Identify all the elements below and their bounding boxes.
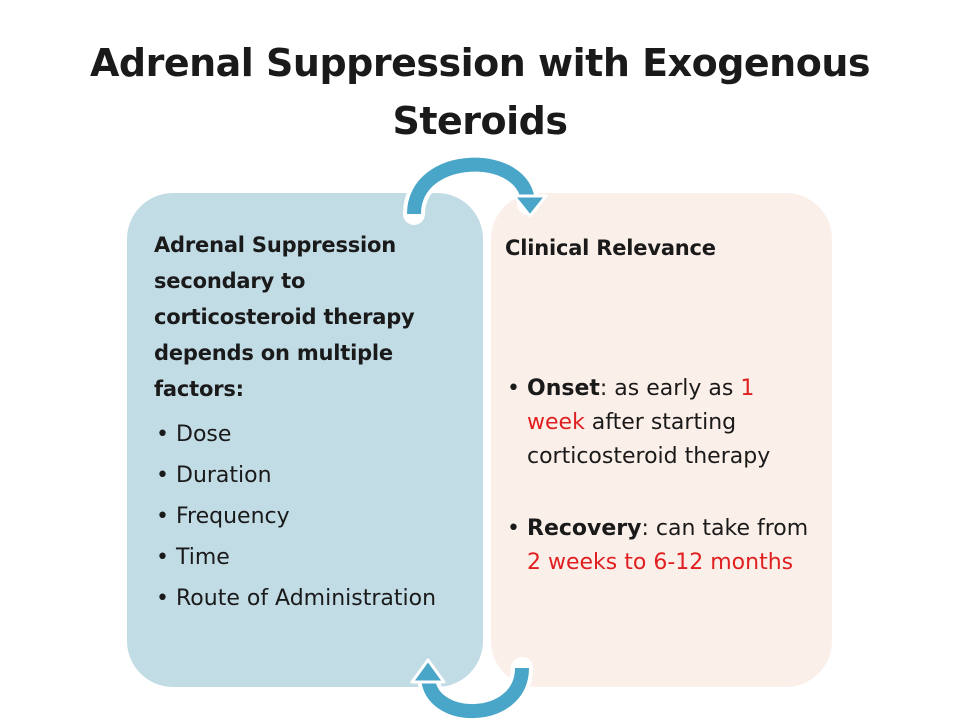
onset-text-before: : as early as xyxy=(599,376,741,401)
page-title: Adrenal Suppression with Exogenous Stero… xyxy=(89,41,871,143)
factors-heading: Adrenal Suppression secondary to cortico… xyxy=(154,233,415,401)
recovery-highlight: 2 weeks to 6-12 months xyxy=(527,550,794,575)
factors-panel: Adrenal Suppression secondary to cortico… xyxy=(127,193,483,687)
onset-text-after: after starting corticosteroid therapy xyxy=(527,410,771,469)
factor-duration: Duration xyxy=(154,461,461,491)
clinical-points-list: Onset: as early as 1 week after starting… xyxy=(505,372,814,580)
onset-label: Onset xyxy=(527,376,600,401)
recovery-text-before: : can take from xyxy=(641,516,809,541)
recovery-point: Recovery: can take from 2 weeks to 6-12 … xyxy=(505,512,814,580)
recovery-label: Recovery xyxy=(527,516,642,541)
factor-dose: Dose xyxy=(154,420,461,450)
factor-frequency: Frequency xyxy=(154,502,461,532)
clinical-relevance-panel: Clinical Relevance Onset: as early as 1 … xyxy=(491,193,832,687)
clinical-relevance-heading: Clinical Relevance xyxy=(505,236,716,260)
factors-list: Dose Duration Frequency Time Route of Ad… xyxy=(154,420,461,614)
onset-point: Onset: as early as 1 week after starting… xyxy=(505,372,814,474)
factor-route: Route of Administration xyxy=(154,584,461,614)
onset-highlight: 1 week xyxy=(527,376,755,435)
factor-time: Time xyxy=(154,543,461,573)
